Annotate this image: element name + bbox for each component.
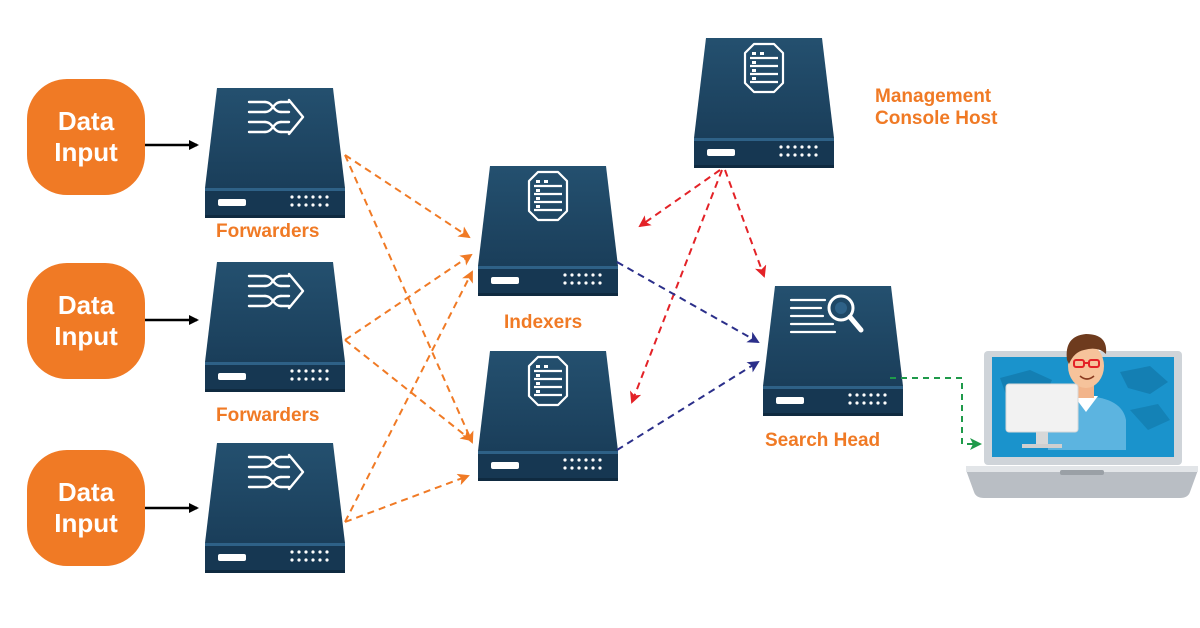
laptop-base xyxy=(966,470,1198,498)
indexer-server-2 xyxy=(478,351,618,481)
management-console-label: Management Console Host xyxy=(875,86,997,130)
forwarder-server-3 xyxy=(205,443,345,573)
data-input-box-3: Data Input xyxy=(27,450,145,566)
input-arrows xyxy=(143,140,199,513)
search-head-to-user-arrow xyxy=(890,377,982,450)
search-head-server xyxy=(763,286,903,416)
management-label-line1: Management xyxy=(875,86,992,107)
data-input-label-line2: Input xyxy=(54,508,118,538)
forwarders-label-bottom: Forwarders xyxy=(216,405,320,426)
forwarders-label-top: Forwarders xyxy=(216,221,320,242)
data-input-label-line2: Input xyxy=(54,321,118,351)
indexers-label: Indexers xyxy=(504,312,583,333)
data-input-label-line1: Data xyxy=(57,477,115,507)
data-input-box-1: Data Input xyxy=(27,79,145,195)
forwarder-server-2 xyxy=(205,262,345,392)
management-arrows xyxy=(630,169,767,404)
data-input-box-2: Data Input xyxy=(27,263,145,379)
indexer-to-search-head-arrows xyxy=(616,261,760,451)
search-head-label: Search Head xyxy=(765,430,881,451)
forwarder-server-1 xyxy=(205,88,345,218)
monitor-icon xyxy=(1005,383,1079,448)
management-label-line2: Console Host xyxy=(875,108,998,129)
management-console-server xyxy=(694,38,834,168)
indexer-server-1 xyxy=(478,166,618,296)
data-input-label-line1: Data xyxy=(57,106,115,136)
laptop-user-illustration xyxy=(966,334,1198,498)
data-input-label-line2: Input xyxy=(54,137,118,167)
data-input-label-line1: Data xyxy=(57,290,115,320)
forwarder-to-indexer-arrows xyxy=(344,154,474,523)
